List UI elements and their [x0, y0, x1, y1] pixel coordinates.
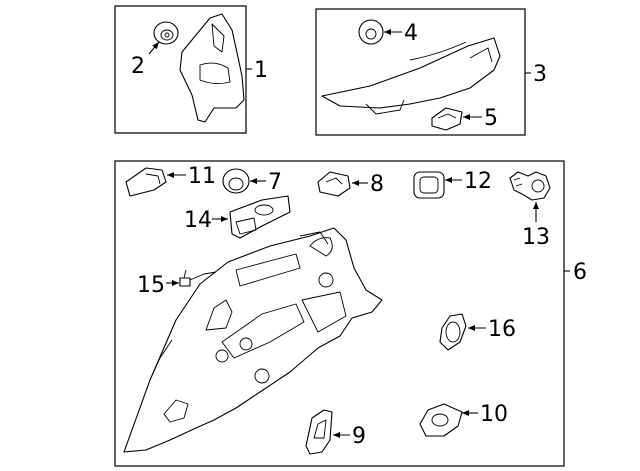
callout-5: 5 [484, 106, 498, 131]
clip-part-5 [431, 107, 463, 131]
clip-part-4 [358, 19, 384, 45]
callout-2: 2 [131, 54, 145, 79]
callout-1: 1 [254, 58, 268, 83]
callout-3: 3 [533, 62, 547, 87]
speaker-grille-part-16 [439, 313, 467, 351]
hook-part-11 [125, 167, 167, 197]
trim-panel-part-3 [321, 37, 501, 115]
callout-15: 15 [137, 273, 165, 298]
clip-part-8 [317, 171, 351, 197]
cup-holder-part-14 [229, 195, 291, 239]
bracket-part-9 [305, 409, 333, 455]
callout-10: 10 [480, 402, 508, 427]
wire-part-15 [179, 269, 217, 287]
callout-16: 16 [488, 317, 516, 342]
callout-7: 7 [268, 170, 282, 195]
callout-12: 12 [464, 169, 492, 194]
cover-part-10 [419, 403, 463, 437]
clip-part-2 [153, 21, 179, 45]
trim-panel-part-1 [179, 13, 245, 123]
callout-11: 11 [188, 164, 216, 189]
leader-arrow-2 [148, 41, 160, 55]
callout-13: 13 [522, 225, 550, 250]
callout-4: 4 [404, 21, 418, 46]
grommet-part-12 [413, 171, 445, 199]
callout-9: 9 [352, 424, 366, 449]
group-box-6 [114, 160, 565, 467]
callout-6: 6 [573, 260, 587, 285]
callout-8: 8 [370, 172, 384, 197]
clip-part-7 [222, 168, 250, 194]
callout-14: 14 [184, 208, 212, 233]
fastener-part-13 [509, 171, 551, 201]
quarter-trim-panel [123, 227, 383, 453]
group-box-3 [315, 8, 526, 136]
